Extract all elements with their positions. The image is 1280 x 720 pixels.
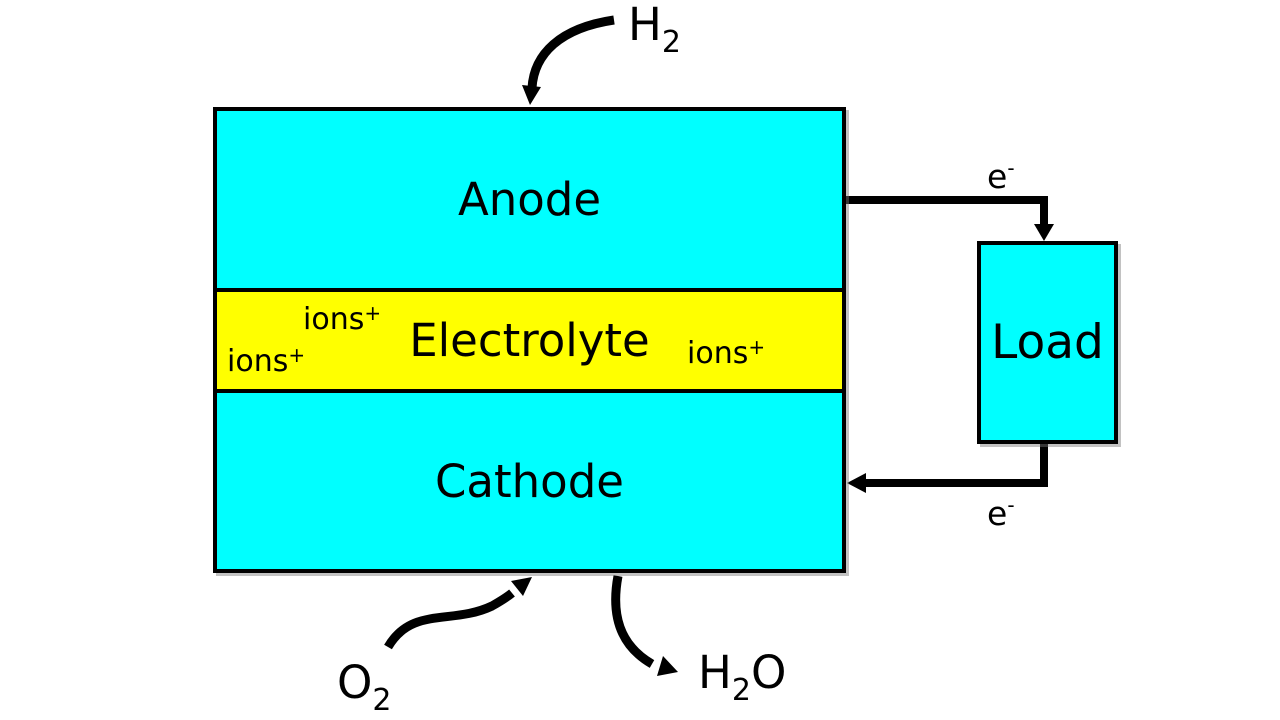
electron-label-top: e- xyxy=(987,158,1015,193)
cathode-region: Cathode xyxy=(217,393,842,569)
anode-region: Anode xyxy=(217,111,842,288)
electron-flow-bottom-arrow xyxy=(847,444,1048,493)
water-outlet-arrow xyxy=(611,575,678,676)
oxygen-symbol: O xyxy=(337,656,373,709)
ion-charge-sign: + xyxy=(364,301,382,325)
hydrogen-symbol: H xyxy=(628,0,662,51)
hydrogen-label: H2 xyxy=(628,2,681,58)
ion-text: ions xyxy=(303,302,365,337)
electron-flow-top-arrow xyxy=(845,196,1054,241)
fuel-cell-box: Anode Electrolyte Cathode xyxy=(213,107,846,573)
electrolyte-label: Electrolyte xyxy=(409,314,650,367)
ion-text: ions xyxy=(687,336,749,371)
electron-text: e xyxy=(987,157,1008,196)
water-o-symbol: O xyxy=(750,646,787,699)
oxygen-inlet-arrow xyxy=(384,577,532,650)
ion-charge-sign: + xyxy=(748,335,766,359)
water-label: H2O xyxy=(698,650,786,706)
water-h-symbol: H xyxy=(698,646,732,699)
oxygen-subscript: 2 xyxy=(372,683,392,718)
water-subscript: 2 xyxy=(731,673,751,708)
load-box: Load xyxy=(977,241,1118,444)
hydrogen-subscript: 2 xyxy=(661,25,681,60)
anode-label: Anode xyxy=(457,173,602,226)
cathode-label: Cathode xyxy=(435,454,624,508)
electron-text: e xyxy=(987,494,1008,533)
ion-text: ions xyxy=(227,344,289,379)
electron-charge-sign: - xyxy=(1007,156,1015,180)
electron-charge-sign: - xyxy=(1007,493,1015,517)
ion-charge-sign: + xyxy=(288,343,306,367)
electron-label-bottom: e- xyxy=(987,495,1015,530)
ion-label-lower-left: ions+ xyxy=(227,345,305,377)
ion-label-upper-left: ions+ xyxy=(303,303,381,335)
load-label: Load xyxy=(991,315,1104,370)
oxygen-label: O2 xyxy=(337,660,392,716)
electrolyte-region: Electrolyte xyxy=(217,288,842,393)
hydrogen-inlet-arrow xyxy=(522,15,615,105)
ion-label-right: ions+ xyxy=(687,337,765,369)
